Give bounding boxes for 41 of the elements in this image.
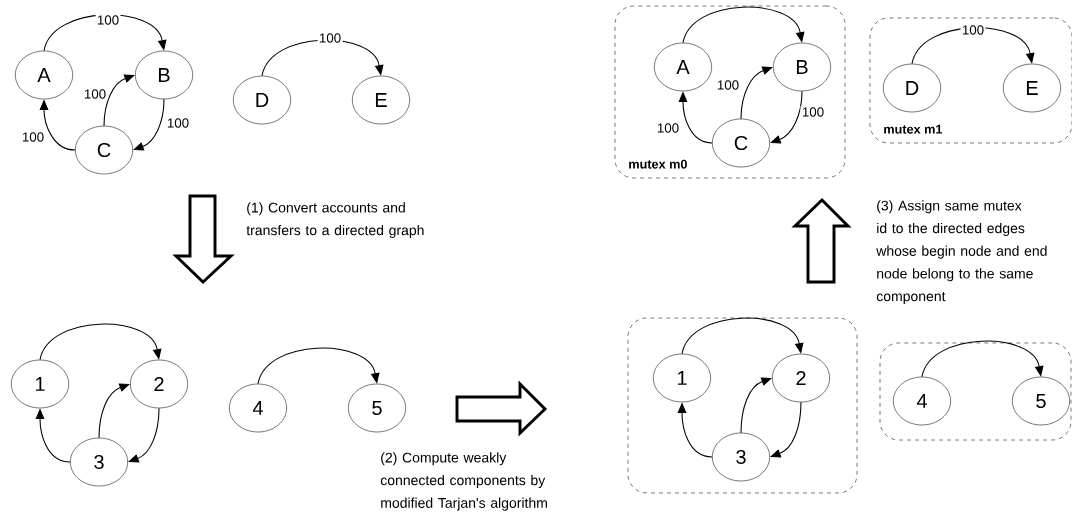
graph-node: 3 xyxy=(70,437,128,487)
graph-node: B xyxy=(773,42,831,92)
graph-node: 3 xyxy=(712,432,770,482)
edge-label: 100 xyxy=(20,130,46,144)
edge-label: 100 xyxy=(165,116,191,130)
edge-label: 100 xyxy=(655,121,681,135)
arrow xyxy=(921,340,1044,378)
edge-label: 100 xyxy=(800,105,826,119)
graph-node: 1 xyxy=(11,359,69,409)
graph-node: D xyxy=(883,63,941,113)
arrow xyxy=(682,6,805,44)
edge-label: 100 xyxy=(317,31,343,45)
arrow xyxy=(43,14,167,52)
edge-label: 100 xyxy=(82,87,108,101)
step-description: (3) Assign same mutex id to the directed edges whose begin node and end node belong to the same component xyxy=(876,200,1047,304)
graph-node: A xyxy=(654,42,712,92)
step-description: (1) Convert accounts and transfers to a directed graph xyxy=(246,202,424,238)
graph-node: 5 xyxy=(1012,376,1070,426)
arrow xyxy=(911,27,1035,65)
graph-node: C xyxy=(75,125,133,175)
graph-node: 4 xyxy=(893,376,951,426)
step-description: (2) Compute weakly connected components by modified Tarjan's algorithm xyxy=(380,452,547,511)
graph-node: 1 xyxy=(653,353,711,403)
graph-node: 2 xyxy=(772,353,830,403)
graph-node: E xyxy=(352,75,410,125)
graph-node: 4 xyxy=(229,383,287,433)
graph-node: A xyxy=(15,50,73,100)
graph-node: B xyxy=(135,50,193,100)
graph-node: 5 xyxy=(348,383,406,433)
graph-node: D xyxy=(233,75,291,125)
graph-node: E xyxy=(1003,63,1061,113)
arrow xyxy=(133,98,165,151)
arrow xyxy=(39,323,162,361)
edge-label: 100 xyxy=(960,23,986,37)
edge-label: 100 xyxy=(95,13,121,27)
arrow xyxy=(257,347,380,385)
edge-label: 100 xyxy=(715,78,741,92)
arrow xyxy=(261,39,384,77)
arrow xyxy=(681,317,804,355)
graph-node: C xyxy=(712,118,770,168)
graph-node: 2 xyxy=(130,359,188,409)
